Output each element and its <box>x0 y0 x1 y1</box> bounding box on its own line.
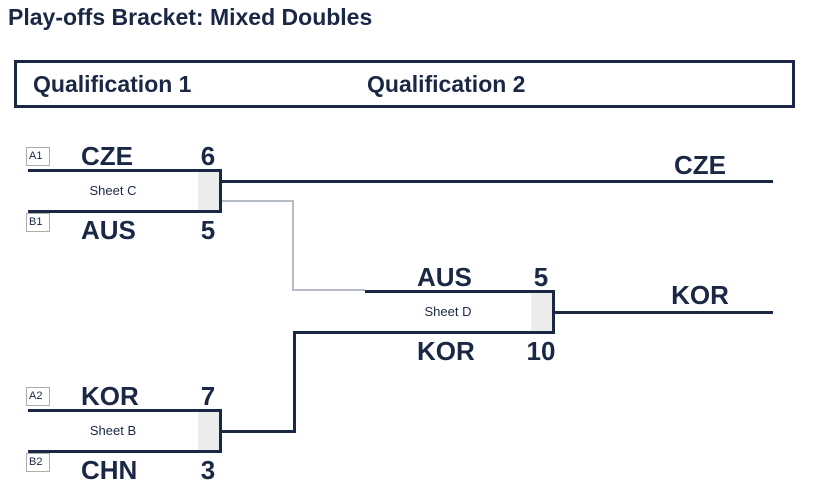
match-box-bottom-line <box>28 210 222 213</box>
team-label: KOR <box>417 336 475 366</box>
winner-line-sheet-b-horizontal <box>222 430 296 433</box>
score-value: 6 <box>200 141 216 171</box>
match-box-bottom-line <box>28 450 222 453</box>
winner-line-sheet-b-vertical <box>293 331 296 433</box>
score-value: 7 <box>200 381 216 411</box>
qualification-1-label: Qualification 1 <box>33 70 192 97</box>
match-box-top-line <box>365 290 555 293</box>
match-box-top-line <box>28 169 222 172</box>
page-title: Play-offs Bracket: Mixed Doubles <box>8 4 373 30</box>
sheet-label: Sheet D <box>424 304 472 319</box>
score-value: 5 <box>533 262 549 292</box>
team-label: CHN <box>81 455 138 485</box>
match-box-right-line <box>219 169 222 213</box>
score-column <box>198 172 219 210</box>
match-box-right-line <box>219 409 222 453</box>
loser-line-horizontal <box>292 289 365 291</box>
seed-badge: B1 <box>26 213 50 232</box>
score-column <box>531 293 552 331</box>
advancing-team-qual2: KOR <box>671 280 729 310</box>
team-label: CZE <box>81 141 133 171</box>
qualification-2-label: Qualification 2 <box>367 70 526 97</box>
score-value: 10 <box>526 336 556 366</box>
loser-line-vertical <box>292 200 294 290</box>
advancing-team-qual1: CZE <box>674 150 726 180</box>
seed-badge: B2 <box>26 453 50 472</box>
seed-badge: A1 <box>26 147 50 166</box>
sheet-label: Sheet C <box>89 183 137 198</box>
score-value: 5 <box>200 215 216 245</box>
match-box-top-line <box>28 409 222 412</box>
sheet-label: Sheet B <box>89 423 137 438</box>
score-value: 3 <box>200 455 216 485</box>
winner-line-sheet-c <box>222 180 773 183</box>
winner-line-sheet-d <box>555 311 773 314</box>
qualification-header: Qualification 1 Qualification 2 <box>14 60 795 108</box>
match-box-bottom-line <box>293 331 555 334</box>
team-label: KOR <box>81 381 139 411</box>
team-label: AUS <box>81 215 136 245</box>
match-box-right-line <box>552 290 555 334</box>
team-label: AUS <box>417 262 472 292</box>
seed-badge: A2 <box>26 387 50 406</box>
score-column <box>198 412 219 450</box>
loser-line-horizontal <box>222 200 293 202</box>
